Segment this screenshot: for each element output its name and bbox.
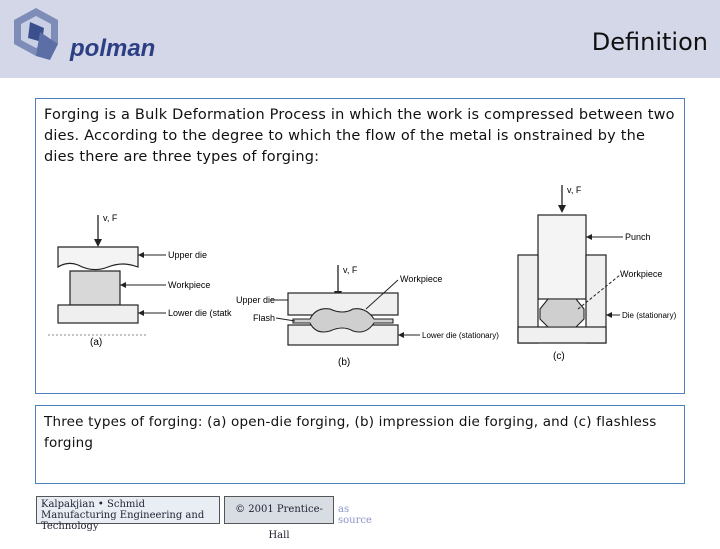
copyright-badge: © 2001 Prentice-Hall — [224, 496, 334, 541]
panel-b-flash-label: Flash — [253, 313, 275, 323]
book-line-1: Kalpakjian • Schmid — [41, 499, 145, 510]
panel-b-force-label: v, F — [343, 265, 358, 275]
panel-b-lower-die-label: Lower die (stationary) — [422, 331, 499, 340]
caption-box: Three types of forging: (a) open-die for… — [35, 405, 685, 484]
panel-c-label: (c) — [553, 351, 565, 362]
panel-a-label: (a) — [90, 337, 102, 348]
panel-c-workpiece-label: Workpiece — [620, 269, 662, 279]
panel-b-label: (b) — [338, 357, 350, 368]
panel-a-upper-die-label: Upper die — [168, 250, 207, 260]
intro-box: Forging is a Bulk Deformation Process in… — [35, 98, 685, 394]
book-citation: Kalpakjian • Schmid Manufacturing Engine… — [36, 496, 220, 532]
panel-c-punch-label: Punch — [625, 232, 651, 242]
panel-c: v, F Punch Workpiece Die (stationary) (c… — [517, 185, 677, 362]
panel-a-workpiece-label: Workpiece — [168, 280, 210, 290]
panel-a: v, F Upper die Workpiece Lower die (stat… — [48, 213, 232, 348]
panel-c-force-label: v, F — [567, 185, 582, 195]
panel-a-force-label: v, F — [103, 213, 118, 223]
slide-header: polman Definition — [0, 0, 720, 78]
panel-c-die-label: Die (stationary) — [622, 311, 677, 320]
forging-diagram: v, F Upper die Workpiece Lower die (stat… — [48, 185, 677, 368]
source-footer: Kalpakjian • Schmid Manufacturing Engine… — [36, 496, 386, 541]
intro-text: Forging is a Bulk Deformation Process in… — [44, 107, 675, 165]
logo-mark-icon — [14, 8, 58, 60]
caption-text: Three types of forging: (a) open-die for… — [44, 414, 657, 451]
panel-a-lower-die-label: Lower die (statk — [168, 308, 232, 318]
source-note: as source — [338, 504, 372, 526]
logo-wordmark: polman — [69, 35, 155, 62]
polman-logo: polman — [6, 4, 166, 72]
panel-b-workpiece-label: Workpiece — [400, 274, 442, 284]
panel-b: v, F Workpiece Upper die Flash Lower die… — [236, 265, 499, 368]
page-title: Definition — [591, 28, 708, 56]
book-line-2: Manufacturing Engineering and Technology — [41, 510, 205, 532]
panel-b-upper-die-label: Upper die — [236, 295, 275, 305]
